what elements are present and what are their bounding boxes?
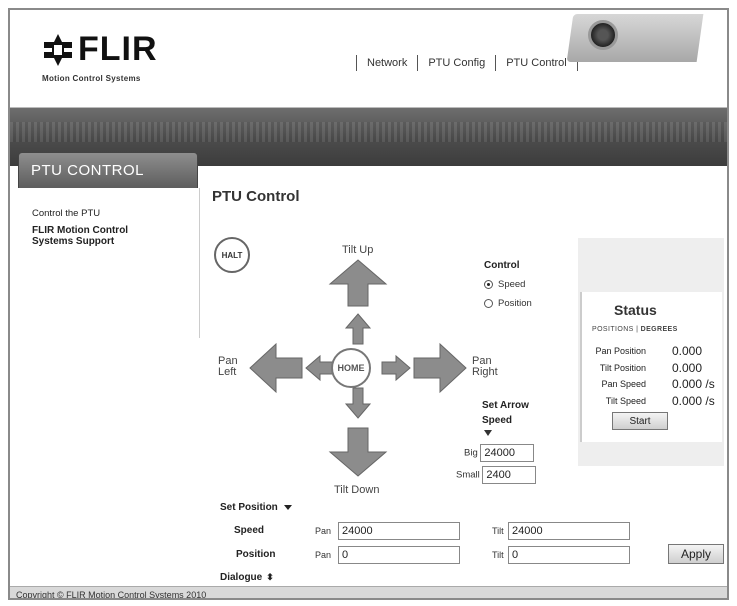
speed-tilt-label: Tilt bbox=[492, 526, 504, 536]
pan-right-label: Pan Right bbox=[472, 355, 498, 378]
sidebar: Control the PTU FLIR Motion Control Syst… bbox=[18, 188, 200, 338]
status-row-pan-position: Pan Position 0.000 bbox=[590, 344, 720, 358]
caret-down-icon bbox=[283, 505, 292, 510]
banner-stripe bbox=[10, 122, 727, 142]
pan-right-big-arrow[interactable] bbox=[413, 342, 467, 394]
tilt-up-label: Tilt Up bbox=[342, 244, 374, 256]
camera-lens-icon bbox=[588, 20, 618, 50]
page-title: PTU Control bbox=[212, 188, 300, 205]
position-pan-input[interactable] bbox=[338, 546, 460, 564]
flir-logo[interactable]: FLIR Motion Control Systems bbox=[40, 30, 190, 92]
status-tab-degrees[interactable]: DEGREES bbox=[640, 326, 678, 333]
pan-left-label: Pan Left bbox=[218, 356, 238, 378]
brand-name: FLIR bbox=[78, 30, 158, 68]
status-value: 0.000 bbox=[672, 361, 703, 375]
pan-left-small-arrow[interactable] bbox=[305, 354, 335, 382]
section-tab-title: PTU CONTROL bbox=[31, 162, 145, 179]
arrow-speed-title-line1: Set Arrow bbox=[482, 400, 529, 411]
big-speed-row: Big bbox=[464, 444, 535, 462]
brand-tagline: Motion Control Systems bbox=[42, 74, 141, 83]
set-position-toggle[interactable]: Set Position bbox=[220, 502, 292, 513]
tilt-up-small-arrow[interactable] bbox=[344, 313, 372, 345]
position-radio[interactable] bbox=[484, 299, 493, 308]
position-tilt-label: Tilt bbox=[492, 550, 504, 560]
up-down-icon: ⬍ bbox=[266, 572, 274, 582]
small-speed-label: Small bbox=[456, 469, 480, 481]
footer-copyright: Copyright © FLIR Motion Control Systems … bbox=[16, 590, 207, 600]
status-value: 0.000 bbox=[672, 344, 703, 358]
speed-radio[interactable] bbox=[484, 280, 493, 289]
status-row-tilt-speed: Tilt Speed 0.000 /s bbox=[590, 394, 720, 408]
nav-divider bbox=[495, 55, 497, 71]
control-option-position[interactable]: Position bbox=[484, 298, 532, 309]
tilt-up-big-arrow[interactable] bbox=[328, 259, 388, 307]
dialogue-title: Dialogue bbox=[220, 572, 263, 583]
status-label: Pan Position bbox=[595, 346, 646, 356]
halt-button[interactable]: HALT bbox=[214, 237, 250, 273]
control-mode-title: Control bbox=[484, 260, 520, 271]
set-speed-label: Speed bbox=[234, 525, 265, 536]
pan-right-small-arrow[interactable] bbox=[381, 354, 411, 382]
nav-divider bbox=[576, 55, 578, 71]
nav-network[interactable]: Network bbox=[367, 57, 408, 69]
tilt-down-small-arrow[interactable] bbox=[344, 387, 372, 419]
tilt-down-big-arrow[interactable] bbox=[328, 427, 388, 477]
header-banner bbox=[10, 108, 727, 166]
caret-down-icon[interactable] bbox=[484, 430, 492, 436]
status-value: 0.000 /s bbox=[672, 377, 715, 391]
home-button[interactable]: HOME bbox=[331, 348, 371, 388]
speed-tilt-input[interactable] bbox=[508, 522, 630, 540]
control-option-speed[interactable]: Speed bbox=[484, 279, 532, 290]
status-label: Tilt Speed bbox=[605, 396, 646, 406]
status-row-pan-speed: Pan Speed 0.000 /s bbox=[590, 377, 720, 391]
status-value: 0.000 /s bbox=[672, 394, 715, 408]
nav-divider bbox=[417, 55, 419, 71]
status-title: Status bbox=[614, 302, 657, 318]
status-tabs: POSITIONS | DEGREES bbox=[592, 326, 678, 333]
nav-ptu-control[interactable]: PTU Control bbox=[506, 57, 567, 69]
speed-pan-label: Pan bbox=[315, 526, 332, 536]
position-tilt-input[interactable] bbox=[508, 546, 630, 564]
status-tab-divider: | bbox=[636, 326, 641, 333]
status-label: Pan Speed bbox=[601, 379, 646, 389]
footer: Copyright © FLIR Motion Control Systems … bbox=[10, 586, 727, 600]
apply-button[interactable]: Apply bbox=[668, 544, 724, 564]
section-tab: PTU CONTROL bbox=[18, 152, 198, 188]
arrow-speed-title: Set Arrow Speed bbox=[482, 398, 529, 428]
tilt-down-label: Tilt Down bbox=[334, 484, 380, 496]
camera-illustration bbox=[566, 14, 704, 62]
speed-radio-label: Speed bbox=[498, 279, 526, 290]
small-speed-input[interactable] bbox=[482, 466, 537, 484]
pan-left-big-arrow[interactable] bbox=[249, 342, 303, 394]
small-speed-row: Small bbox=[456, 466, 537, 484]
top-navigation: Network PTU Config PTU Control bbox=[346, 55, 588, 71]
sidebar-item-control[interactable]: Control the PTU bbox=[32, 208, 101, 219]
big-speed-input[interactable] bbox=[480, 444, 535, 462]
app-frame: FLIR Motion Control Systems Network PTU … bbox=[8, 8, 729, 600]
direction-pad bbox=[249, 259, 467, 477]
sidebar-item-support[interactable]: FLIR Motion Control Systems Support bbox=[32, 225, 129, 247]
big-speed-label: Big bbox=[464, 447, 478, 459]
flir-shield-icon bbox=[44, 34, 72, 66]
arrow-speed-title-line2: Speed bbox=[482, 415, 513, 426]
nav-ptu-config[interactable]: PTU Config bbox=[428, 57, 486, 69]
speed-pan-input[interactable] bbox=[338, 522, 460, 540]
position-radio-label: Position bbox=[498, 298, 532, 309]
set-position-label: Position bbox=[236, 549, 276, 560]
nav-divider bbox=[356, 55, 357, 71]
status-row-tilt-position: Tilt Position 0.000 bbox=[590, 361, 720, 375]
set-position-title: Set Position bbox=[220, 502, 278, 513]
status-label: Tilt Position bbox=[599, 363, 646, 373]
control-mode-group: Control Speed Position bbox=[484, 260, 532, 309]
dialogue-toggle[interactable]: Dialogue ⬍ bbox=[220, 572, 274, 583]
position-pan-label: Pan bbox=[315, 550, 332, 560]
start-button[interactable]: Start bbox=[612, 412, 668, 430]
status-tab-positions[interactable]: POSITIONS bbox=[592, 326, 634, 333]
